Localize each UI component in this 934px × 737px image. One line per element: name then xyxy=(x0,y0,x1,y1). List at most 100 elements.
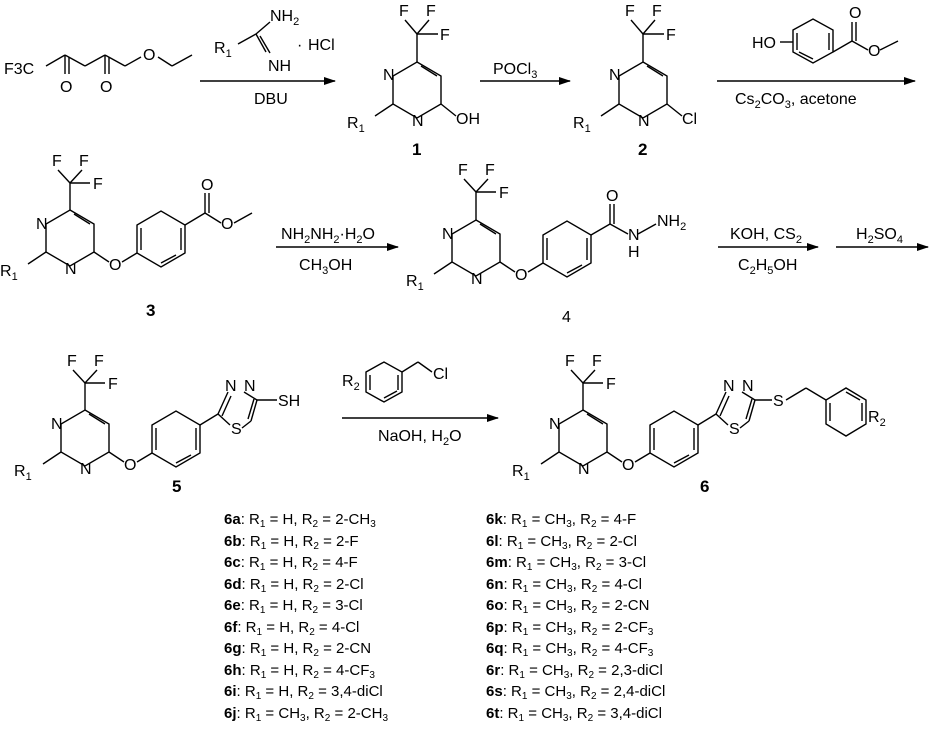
legend-text: 2 xyxy=(313,648,319,659)
legend-text: 2 xyxy=(308,691,314,702)
compound-5-f-top-left: F xyxy=(67,353,77,370)
compound-3-f-right: F xyxy=(93,176,103,193)
r2-subscript: 3 xyxy=(369,669,375,681)
legend-text: = xyxy=(592,532,610,550)
legend-text: = xyxy=(597,640,615,657)
compound-id: 6k xyxy=(486,511,503,528)
legend-text: 2 xyxy=(324,712,331,724)
step5-solvent-label: C2H5OH xyxy=(738,257,797,277)
legend-text: 2 xyxy=(313,583,319,595)
compound-1-r1-label: R1 xyxy=(347,115,365,135)
compound-4-n-label: N xyxy=(442,226,454,243)
legend-text: 2 xyxy=(591,583,598,595)
step5-reagent-label: KOH, CS2 xyxy=(730,226,802,246)
compound-3-number: 3 xyxy=(146,301,155,320)
compound-id: 6s xyxy=(486,683,503,700)
legend-text: : R xyxy=(241,661,261,679)
legend-text: = xyxy=(265,511,283,528)
compound-5-thiadiazole-n1-label: N xyxy=(225,378,237,395)
legend-text: , R xyxy=(568,704,588,722)
compound-1-n-bottom-label: N xyxy=(412,113,424,130)
compound-5-f-top-right: F xyxy=(94,353,104,370)
compound-id: 6q xyxy=(486,640,504,657)
legend-text: , R xyxy=(293,554,313,571)
legend-entry: 6b: R1 = H, R2 = 2-F xyxy=(224,531,388,553)
compound-6-f-right: F xyxy=(606,376,616,393)
r2-value: 4-F xyxy=(335,554,358,571)
compound-1-oh-label: OH xyxy=(456,111,480,128)
legend-text: = xyxy=(318,511,336,528)
legend-text: = xyxy=(318,597,336,614)
r1-value: H xyxy=(279,618,291,636)
r1-subscript: 3 xyxy=(566,519,572,530)
legend-text: = xyxy=(266,640,284,657)
r1-value: CH xyxy=(278,704,301,722)
svg-text:NH: NH xyxy=(268,58,291,75)
r1-subscript: 3 xyxy=(567,626,573,638)
legend-entry: 6n: R1 = CH3, R2 = 4-Cl xyxy=(486,574,665,596)
compound-5-ether-o-label: O xyxy=(124,457,136,474)
legend-text: , R xyxy=(571,511,591,528)
legend-entry: 6m: R1 = CH3, R2 = 3-Cl xyxy=(486,552,665,574)
r2-subscript: 3 xyxy=(647,648,654,659)
compound-1-f-top-left: F xyxy=(399,3,409,20)
legend-text: : R xyxy=(241,532,261,550)
compound-6-thiadiazole-n2-label: N xyxy=(742,378,754,395)
compound-id: 6j xyxy=(224,704,237,722)
legend-text: : R xyxy=(237,618,257,636)
r1-value: CH xyxy=(545,575,568,593)
legend-text: : R xyxy=(503,618,523,636)
legend-text: 1 xyxy=(522,605,529,616)
legend-text: 1 xyxy=(260,669,267,681)
step1-base-label: DBU xyxy=(254,91,288,108)
r2-subscript: 3 xyxy=(647,626,654,638)
r2-value: 4-CF xyxy=(614,640,648,657)
legend-text: : R xyxy=(241,640,261,657)
legend-text: : R xyxy=(507,554,527,571)
compound-4-nh-n-label: N xyxy=(628,227,640,244)
step7-cl-label: Cl xyxy=(433,366,448,383)
r1-subscript: 3 xyxy=(567,648,573,659)
legend-entry: 6j: R1 = CH3, R2 = 2-CH3 xyxy=(224,703,388,725)
compound-2-f-right: F xyxy=(666,27,676,44)
step4-solvent-label: CH3OH xyxy=(299,257,352,277)
legend-text: , R xyxy=(572,640,592,657)
legend-text: = xyxy=(596,511,614,528)
compound-5-thiadiazole-s-label: S xyxy=(231,421,242,438)
legend-text: , R xyxy=(294,532,314,550)
step7-r2-label: R2 xyxy=(342,373,360,393)
legend-text: = xyxy=(523,532,541,550)
compound-3-r1-label: R1 xyxy=(0,263,18,283)
r1-value: CH xyxy=(540,532,563,550)
legend-text: = xyxy=(313,683,332,700)
r1-value: CH xyxy=(545,640,568,657)
r2-value: 4-CF xyxy=(336,661,370,679)
r2-value: 3-Cl xyxy=(618,554,647,571)
compound-4-ether-o-label: O xyxy=(515,267,527,284)
legend-text: = xyxy=(596,683,614,700)
legend-text: = xyxy=(524,704,542,722)
compound-2-r1-label: R1 xyxy=(573,115,591,135)
compound-id: 6n xyxy=(486,575,504,593)
compound-4-r1-label: R1 xyxy=(406,273,424,293)
legend-text: : R xyxy=(499,704,519,722)
legend-text: = xyxy=(528,575,546,593)
legend-entry: 6o: R1 = CH3, R2 = 2-CN xyxy=(486,595,665,617)
compound-2-n-label: N xyxy=(609,67,621,84)
r1-subscript: 3 xyxy=(300,712,306,724)
r2-value: 2-CN xyxy=(336,640,372,657)
legend-entry: 6h: R1 = H, R2 = 4-CF3 xyxy=(224,660,388,682)
compound-2-f-top-left: F xyxy=(625,3,635,20)
legend-text: = xyxy=(266,532,284,550)
r1-subscript: 3 xyxy=(566,691,572,702)
compound-id: 6h xyxy=(224,661,242,679)
legend-text: = xyxy=(318,575,337,593)
legend-text: , R xyxy=(293,597,313,614)
compound-id: 6d xyxy=(224,575,242,593)
legend-text: 1 xyxy=(522,626,529,638)
legend-entry: 6r: R1 = CH3, R2 = 2,3-diCl xyxy=(486,660,665,682)
compound-6-thiadiazole-s-label: S xyxy=(729,421,740,438)
legend-entry: 6p: R1 = CH3, R2 = 2-CF3 xyxy=(486,617,665,639)
legend-text: 1 xyxy=(518,712,525,724)
